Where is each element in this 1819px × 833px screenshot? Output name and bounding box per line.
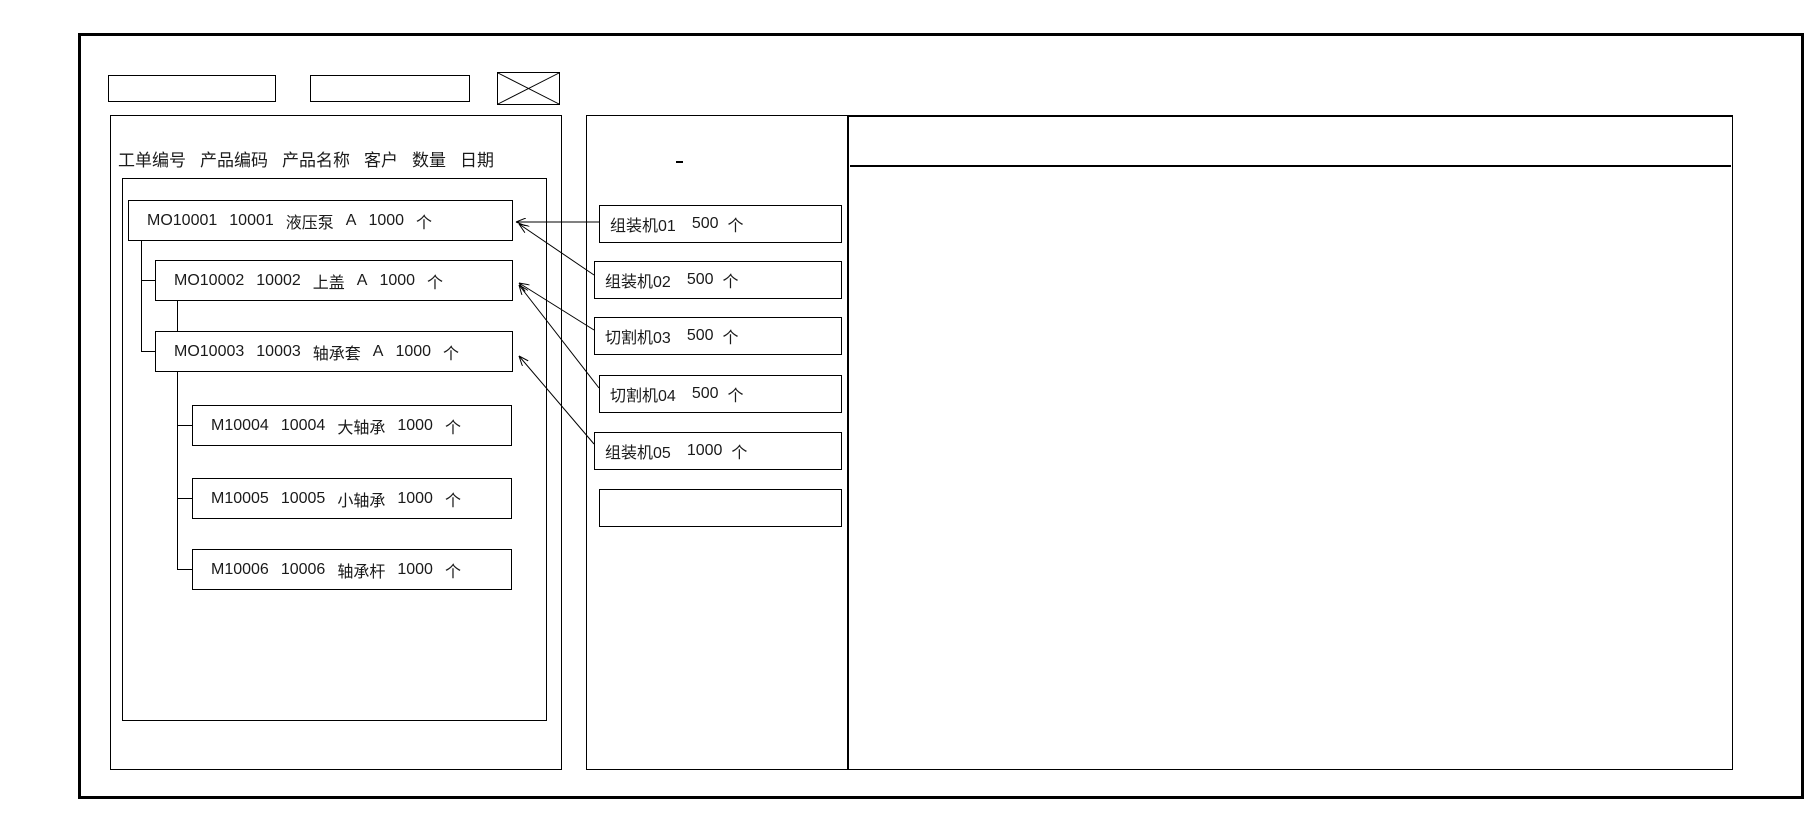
work-order-row[interactable]: M10005 10005 小轴承 1000 个: [192, 478, 512, 519]
machine-qty: 500: [691, 215, 719, 232]
row-unit: 个: [416, 214, 433, 232]
row-product-code: 10004: [280, 416, 326, 434]
work-order-row[interactable]: MO10001 10001 液压泵 A 1000 个: [128, 200, 513, 241]
machine-row-empty[interactable]: [599, 489, 842, 527]
row-product-name: 轴承杆: [337, 563, 386, 581]
column-header-product-name: 产品名称: [282, 150, 350, 170]
header-field-1[interactable]: [108, 75, 276, 102]
row-order-no: M10006: [211, 560, 269, 578]
machine-row[interactable]: 切割机03 500 个: [594, 317, 842, 355]
row-qty: 1000: [397, 489, 433, 507]
column-header-date: 日期: [460, 150, 494, 170]
machine-row[interactable]: 组装机02 500 个: [594, 261, 842, 299]
row-unit: 个: [444, 419, 461, 437]
row-unit: 个: [444, 492, 461, 510]
column-header-order-no: 工单编号: [118, 150, 186, 170]
row-qty: 1000: [368, 211, 405, 229]
machine-qty: 500: [686, 271, 714, 288]
detail-panel-divider: [850, 165, 1731, 167]
machine-qty: 1000: [686, 442, 723, 459]
work-order-row[interactable]: M10006 10006 轴承杆 1000 个: [192, 549, 512, 590]
row-qty: 1000: [397, 560, 433, 578]
row-order-no: MO10003: [174, 342, 245, 360]
row-product-name: 小轴承: [337, 492, 386, 510]
row-order-no: M10004: [211, 416, 269, 434]
machine-unit: 个: [731, 445, 748, 462]
row-product-name: 大轴承: [337, 419, 386, 437]
machine-name: 组装机02: [605, 274, 671, 291]
row-customer: A: [345, 211, 357, 229]
machine-row[interactable]: 组装机05 1000 个: [594, 432, 842, 470]
row-product-code: 10006: [280, 560, 326, 578]
machine-name: 组装机05: [605, 445, 671, 462]
work-order-row[interactable]: M10004 10004 大轴承 1000 个: [192, 405, 512, 446]
machine-unit: 个: [722, 274, 739, 291]
row-product-name: 上盖: [312, 274, 345, 292]
row-order-no: MO10001: [147, 211, 218, 229]
machine-qty: 500: [686, 327, 714, 344]
machine-row[interactable]: 切割机04 500 个: [599, 375, 842, 413]
row-unit: 个: [443, 345, 460, 363]
row-product-code: 10005: [280, 489, 326, 507]
machine-name: 切割机03: [605, 330, 671, 347]
row-customer: A: [356, 271, 368, 289]
row-unit: 个: [427, 274, 444, 292]
row-customer: A: [372, 342, 384, 360]
tick-mark: [676, 161, 683, 163]
machine-row[interactable]: 组装机01 500 个: [599, 205, 842, 243]
row-product-name: 轴承套: [312, 345, 361, 363]
column-header-product-code: 产品编码: [200, 150, 268, 170]
crossed-box-icon[interactable]: [497, 72, 560, 105]
machine-name: 切割机04: [610, 388, 676, 405]
row-qty: 1000: [397, 416, 433, 434]
row-product-code: 10001: [229, 211, 274, 229]
row-order-no: M10005: [211, 489, 269, 507]
machine-unit: 个: [727, 388, 744, 405]
detail-panel-canvas[interactable]: [851, 168, 1730, 768]
column-header-qty: 数量: [412, 150, 446, 170]
machine-unit: 个: [722, 330, 739, 347]
work-order-column-headers: 工单编号 产品编码 产品名称 客户 数量 日期: [118, 145, 538, 171]
work-order-row[interactable]: MO10003 10003 轴承套 A 1000 个: [155, 331, 513, 372]
row-order-no: MO10002: [174, 271, 245, 289]
column-header-customer: 客户: [364, 150, 398, 170]
row-qty: 1000: [379, 271, 416, 289]
row-product-name: 液压泵: [285, 214, 334, 232]
row-product-code: 10002: [256, 271, 301, 289]
row-product-code: 10003: [256, 342, 301, 360]
row-unit: 个: [444, 563, 461, 581]
machine-name: 组装机01: [610, 218, 676, 235]
row-qty: 1000: [395, 342, 432, 360]
machine-qty: 500: [691, 385, 719, 402]
work-order-row[interactable]: MO10002 10002 上盖 A 1000 个: [155, 260, 513, 301]
machine-unit: 个: [727, 218, 744, 235]
header-field-2[interactable]: [310, 75, 470, 102]
